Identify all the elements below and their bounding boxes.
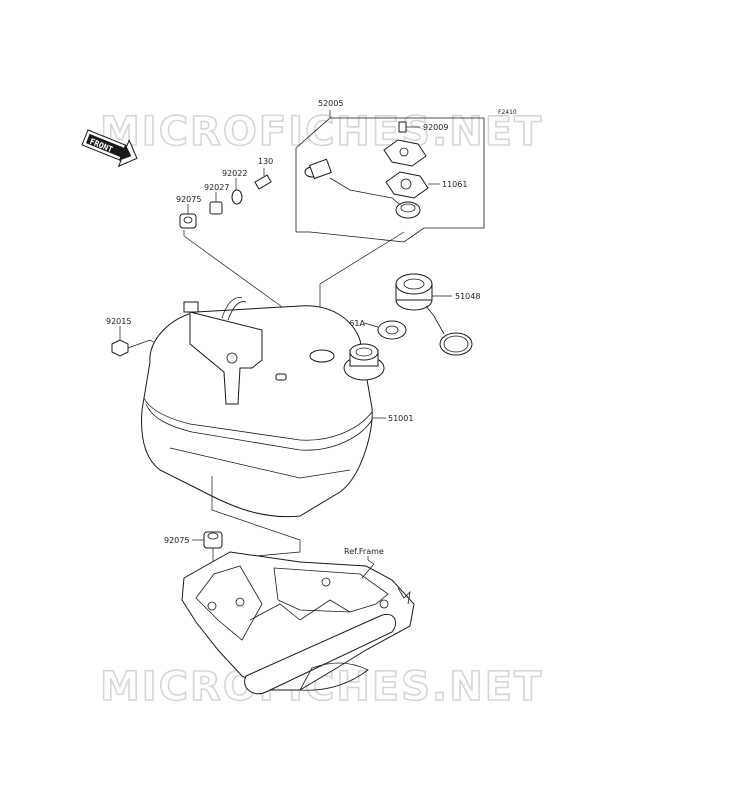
frame-reference (181, 551, 415, 695)
label-92075-top: 92075 (176, 195, 201, 204)
collar-92027 (209, 192, 223, 215)
damper-92075-top (179, 204, 301, 321)
figure-code: F2410 (498, 109, 517, 116)
fuel-tank-51001 (141, 297, 386, 518)
label-92022: 92022 (222, 169, 247, 178)
label-92075-bottom: 92075 (164, 536, 189, 545)
label-51048: 51048 (455, 292, 480, 301)
label-92027: 92027 (204, 183, 229, 192)
fuel-sender-float (304, 158, 421, 219)
watermark-top: MICROFICHES.NET (100, 109, 543, 155)
front-arrow-icon: FRONT (81, 129, 138, 168)
label-92015: 92015 (106, 317, 131, 326)
washer-92022 (231, 178, 243, 205)
leader-ref-frame (367, 556, 375, 565)
gasket-11061 (385, 171, 440, 199)
leader-tank-to-damper (211, 476, 301, 557)
label-ref-frame: Ref.Frame (344, 547, 384, 556)
bolt-130 (254, 168, 272, 190)
cap-strap-ring (425, 305, 473, 356)
gasket-11061a (363, 320, 407, 340)
screw-92009 (398, 121, 420, 133)
sender-plate (383, 139, 427, 167)
label-51001: 51001 (388, 414, 413, 423)
label-92009: 92009 (423, 123, 448, 132)
label-52005: 52005 (318, 99, 343, 108)
label-11061: 11061 (442, 180, 467, 189)
fuel-cap-51048 (395, 273, 452, 311)
label-130: 130 (258, 157, 273, 166)
assembly-box-52005 (295, 110, 485, 243)
